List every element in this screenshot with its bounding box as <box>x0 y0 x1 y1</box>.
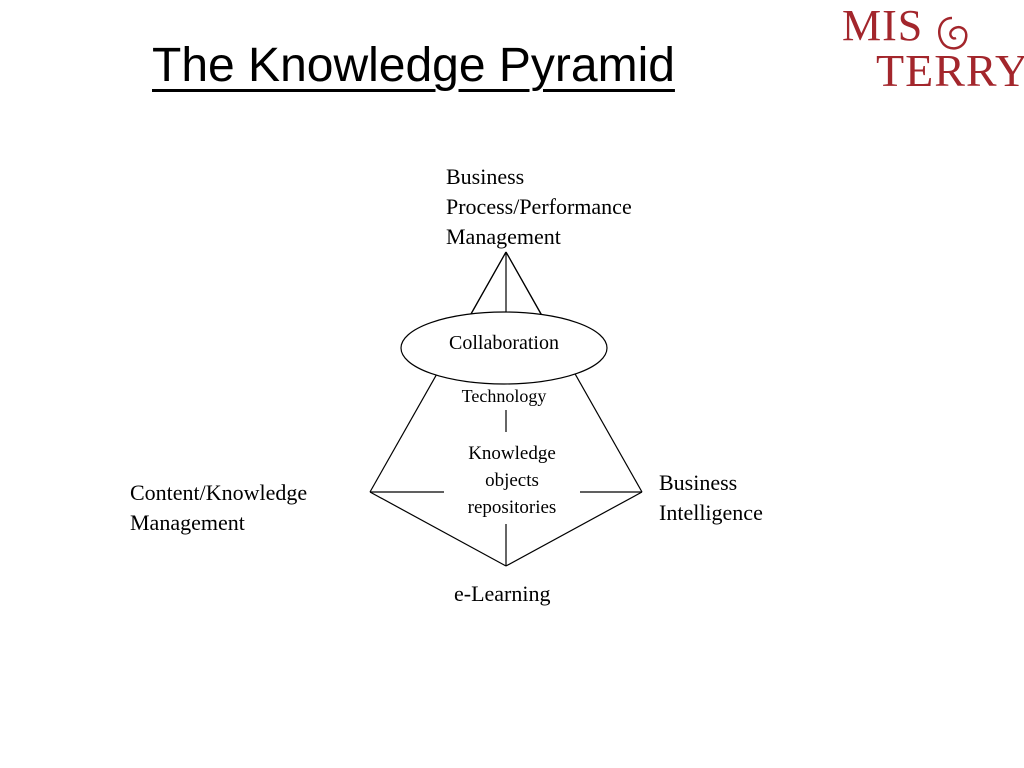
label-business-intelligence: Business Intelligence <box>659 470 763 525</box>
mis-terry-logo: MIS TERRY <box>836 2 1024 102</box>
label-technology: Technology <box>461 386 547 406</box>
slide-title: The Knowledge Pyramid <box>152 39 675 92</box>
pyramid-edge-apex-back-left <box>469 251 507 317</box>
swirl-icon <box>938 16 968 50</box>
label-e-learning: e-Learning <box>454 581 551 606</box>
pyramid-edge-right-bottom <box>505 491 643 567</box>
collaboration-ellipse <box>400 311 608 385</box>
logo-line-terry: TERRY <box>876 45 1024 96</box>
label-knowledge-objects-repositories: Knowledge objects repositories <box>467 443 557 518</box>
logo-line-mis: MIS <box>842 1 924 50</box>
pyramid-edge-left-bottom <box>369 491 507 567</box>
pyramid-edge-apex-back-right <box>505 251 543 317</box>
label-collaboration: Collaboration <box>449 332 559 354</box>
label-content-knowledge-management: Content/Knowledge Management <box>130 480 308 535</box>
label-business-process-management: Business Process/Performance Management <box>446 164 632 249</box>
